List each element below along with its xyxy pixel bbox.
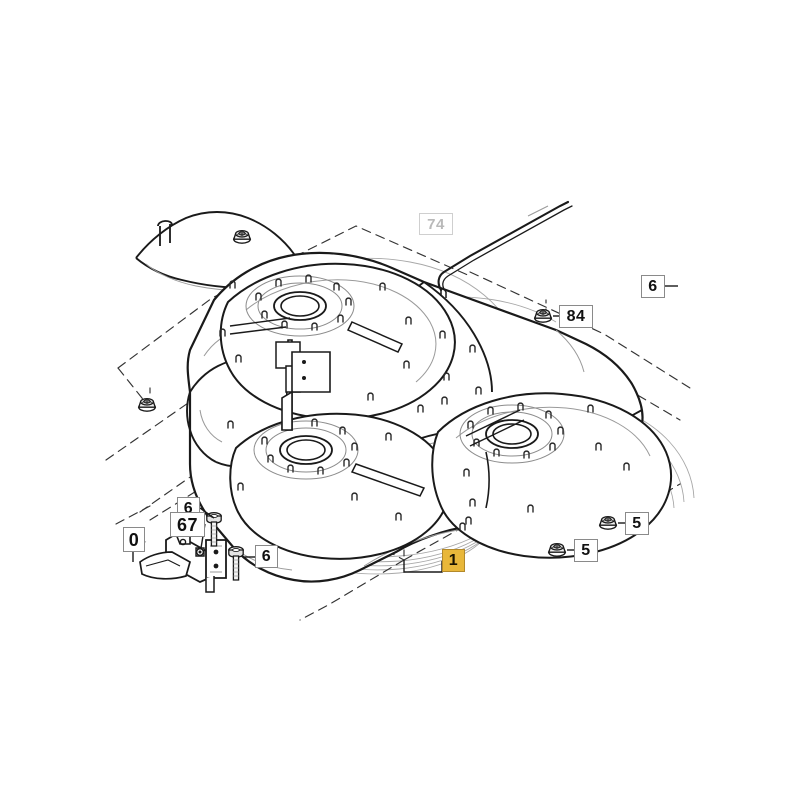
callout-1-text: 1	[448, 551, 459, 569]
callout-0-edge[interactable]: 0	[123, 527, 145, 552]
callout-84[interactable]: 84	[559, 305, 593, 328]
callout-5-upper[interactable]: 5	[625, 512, 649, 535]
center-gauge-bracket	[275, 339, 331, 431]
mounting-bracket-assembly	[125, 512, 244, 593]
callout-67-text: 67	[176, 514, 199, 535]
flange-nut-5-lower	[548, 542, 566, 557]
flange-nut-84	[534, 308, 552, 323]
spindle-housing-left	[219, 262, 456, 420]
callout-84-text: 84	[566, 307, 586, 325]
callout-5-lower[interactable]: 5	[574, 539, 598, 562]
flange-nut-5-upper	[599, 515, 617, 530]
callout-74-text: 74	[427, 215, 445, 233]
flange-nut-left	[138, 397, 156, 412]
callout-6-lower-text: 6	[261, 547, 272, 565]
callout-74[interactable]: 74	[419, 213, 453, 235]
callout-5-upper-text: 5	[632, 514, 642, 532]
callout-67[interactable]: 67	[170, 512, 205, 537]
callout-6-lower[interactable]: 6	[255, 545, 278, 568]
callout-6-right[interactable]: 6	[641, 275, 665, 298]
spindle-housing-center	[227, 412, 451, 560]
deck-top-rail-bolt-holes	[367, 316, 534, 531]
bent-rod	[437, 200, 573, 298]
callout-6-right-text: 6	[648, 277, 658, 295]
callout-6-upper-left-text: 6	[183, 499, 194, 517]
callout-0-edge-text: 0	[128, 529, 140, 550]
callout-1-highlighted[interactable]: 1	[442, 549, 465, 572]
callout-5-lower-text: 5	[581, 541, 591, 559]
